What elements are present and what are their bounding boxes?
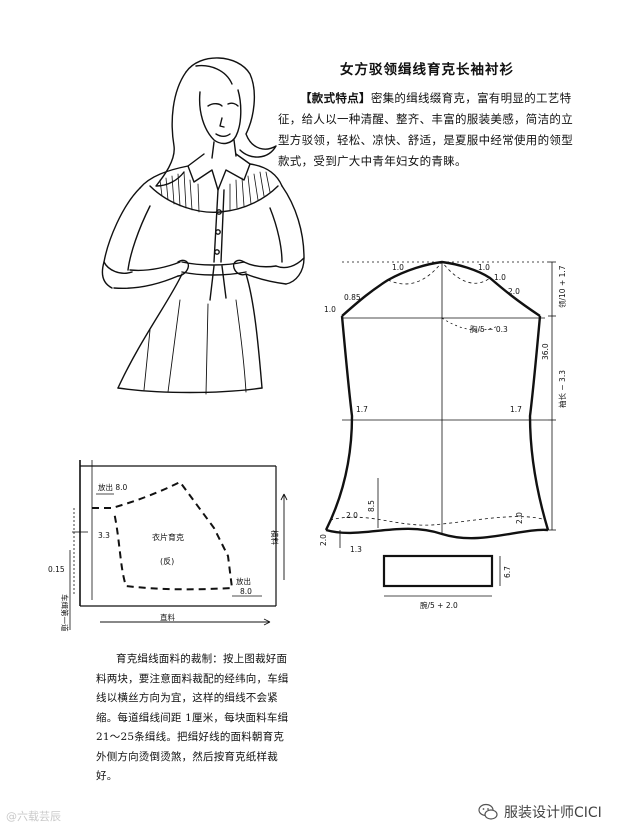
label-dim-armhole: 36.0 [541, 343, 550, 360]
cutting-instructions: 育克缉线面料的裁制：按上图裁好面料两块，要注意面料裁配的经纬向，车缉线以横丝方向… [96, 650, 292, 787]
label-armhole-left-b: 1.0 [324, 305, 336, 314]
label-piece-side: (反) [160, 556, 174, 566]
description-body: 密集的缉线缀育克，富有明显的工艺特征，给人以一种清醒、整齐、丰富的服装美感，简洁… [278, 91, 573, 168]
bodice-pattern-labels: 1.0 1.0 1.0 2.0 0.85 1.0 胸/5 − 0.3 1.7 1… [319, 263, 567, 610]
watermark-left: @六载芸辰 [6, 810, 61, 823]
label-chest-measure: 胸/5 − 0.3 [470, 324, 508, 334]
label-dim-shoulder: 领/10 + 1.7 [557, 265, 567, 308]
crown-inner-curve [387, 261, 491, 285]
instructions-text: 育克缉线面料的裁制：按上图裁好面料两块，要注意面料裁配的经纬向，车缉线以横丝方向… [96, 653, 289, 782]
label-dim-total: 袖长 − 3.3 [557, 370, 567, 408]
label-hem-left-c: 2.0 [319, 534, 328, 546]
label-shoulder-left: 1.0 [392, 263, 404, 272]
label-armhole-left-a: 0.85 [344, 293, 361, 302]
yoke-piece-outline [92, 480, 234, 591]
watermark-right-text: 服装设计师CICI [504, 805, 602, 821]
style-description: 【款式特点】密集的缉线缀育克，富有明显的工艺特征，给人以一种清醒、整齐、丰富的服… [278, 88, 578, 172]
left-seam [324, 315, 354, 531]
label-left-small: 0.15 [48, 565, 65, 574]
label-cuff-width: 腕/5 + 2.0 [420, 600, 458, 610]
label-armhole-right: 2.0 [508, 287, 520, 296]
label-first-stitch: 车缉第一道 [60, 594, 70, 632]
hem-outline [325, 527, 549, 540]
cuff-pattern [382, 554, 494, 588]
label-top-offset: 放出 8.0 [98, 482, 128, 492]
label-hem-left-a: 2.0 [346, 511, 358, 520]
label-side-left: 1.7 [356, 405, 368, 414]
description-lead: 【款式特点】 [300, 91, 371, 105]
yoke-cutting-diagram [69, 460, 288, 630]
yoke-cutting-labels: 放出 8.0 3.3 0.15 衣片育克 (反) 放出 8.0 横料 直料 车缉… [48, 482, 280, 632]
label-neck-right: 1.0 [494, 273, 506, 282]
label-shoulder-right: 1.0 [478, 263, 490, 272]
label-left-value: 3.3 [98, 531, 110, 540]
label-side-right: 1.7 [510, 405, 522, 414]
label-bottom-value: 8.0 [240, 587, 252, 596]
wechat-icon [478, 803, 498, 820]
label-bottom-offset: 放出 [236, 576, 251, 586]
hem-inner-curve [329, 516, 547, 526]
bodice-pattern-diagram [324, 260, 556, 597]
page-title: 女方驳领缉线育克长袖衬衫 [340, 62, 514, 78]
right-seam [528, 315, 550, 531]
fashion-figure-illustration [101, 57, 305, 395]
label-hem-right: 2.0 [515, 512, 524, 524]
label-lengthwise: 直料 [160, 612, 175, 622]
watermark-right: 服装设计师CICI [478, 800, 602, 824]
label-hem-left-b: 8.5 [367, 500, 376, 512]
label-crosswise: 横料 [270, 530, 280, 545]
label-hem-left-d: 1.3 [350, 545, 362, 554]
label-cuff-height: 6.7 [503, 566, 512, 578]
label-piece-name: 衣片育克 [152, 532, 184, 542]
